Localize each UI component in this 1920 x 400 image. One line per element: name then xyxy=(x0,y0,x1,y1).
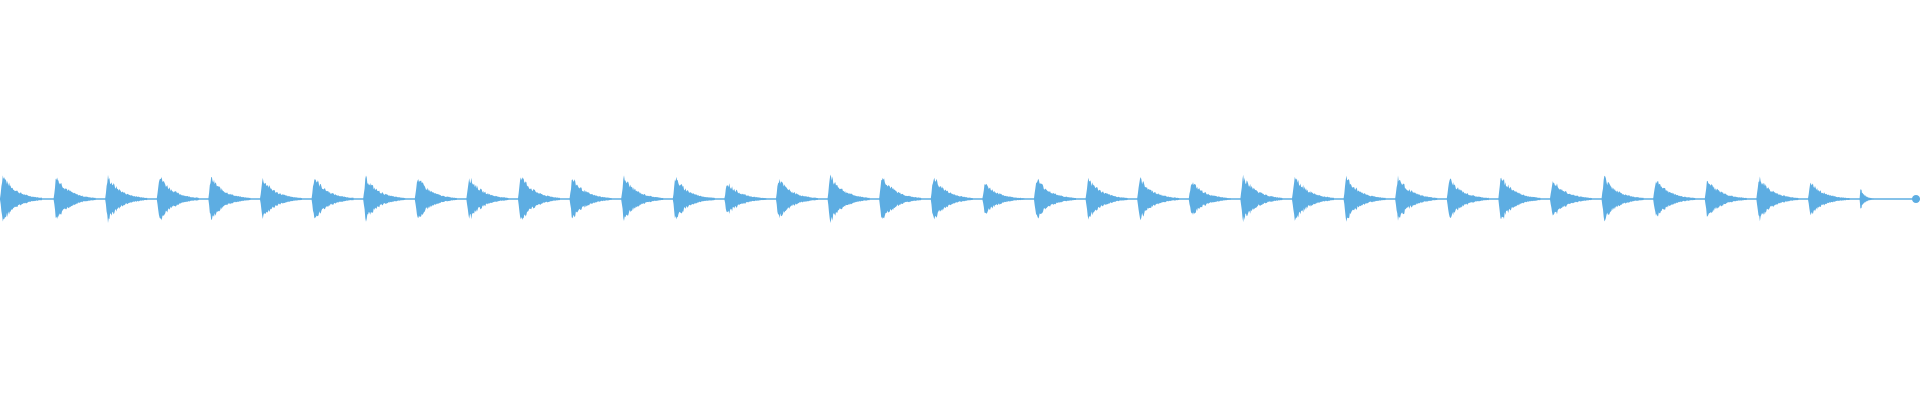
waveform-pulse xyxy=(1550,181,1592,216)
waveform-pulse xyxy=(1808,182,1850,216)
waveform-pulse xyxy=(672,176,715,220)
waveform-pulse xyxy=(930,177,973,220)
waveform-pulse xyxy=(105,174,148,223)
waveform-pulse xyxy=(776,178,818,219)
waveform-pulse xyxy=(518,177,560,220)
waveform-pulse xyxy=(1085,177,1128,220)
waveform-pulse xyxy=(1137,177,1180,221)
waveform-pulse xyxy=(466,177,509,220)
waveform-pulse xyxy=(0,175,42,222)
waveform-pulse xyxy=(1498,177,1541,219)
waveform-pulse xyxy=(414,179,457,219)
waveform-pulse xyxy=(156,177,199,221)
waveform-pulse xyxy=(53,177,96,219)
waveform-pulse xyxy=(260,177,302,219)
waveform-pulse xyxy=(1704,180,1747,217)
waveform-pulse xyxy=(1188,182,1231,215)
waveform-pulse xyxy=(1240,174,1283,223)
waveform-pulse xyxy=(621,175,664,221)
waveform-pulse xyxy=(1343,175,1386,222)
waveform-pulse xyxy=(827,174,870,223)
waveform-end-marker xyxy=(1912,195,1920,203)
waveform-pulse xyxy=(208,177,251,220)
waveform-pulse xyxy=(1034,178,1076,219)
waveform-pulse xyxy=(1859,189,1874,209)
waveform-pulse xyxy=(1446,178,1489,218)
waveform-pulse xyxy=(569,179,612,219)
waveform-pulse xyxy=(1601,175,1644,222)
waveform-pulse xyxy=(1395,175,1438,221)
waveform-pulse xyxy=(1292,176,1334,221)
waveform-pulse xyxy=(1653,180,1696,217)
waveform-pulse xyxy=(1756,176,1799,222)
waveform-pulse xyxy=(879,177,922,219)
waveform-pulse xyxy=(724,183,767,214)
waveform-pulse xyxy=(363,175,406,222)
waveform-pulse xyxy=(982,183,1025,214)
waveform-pulse xyxy=(311,179,354,219)
